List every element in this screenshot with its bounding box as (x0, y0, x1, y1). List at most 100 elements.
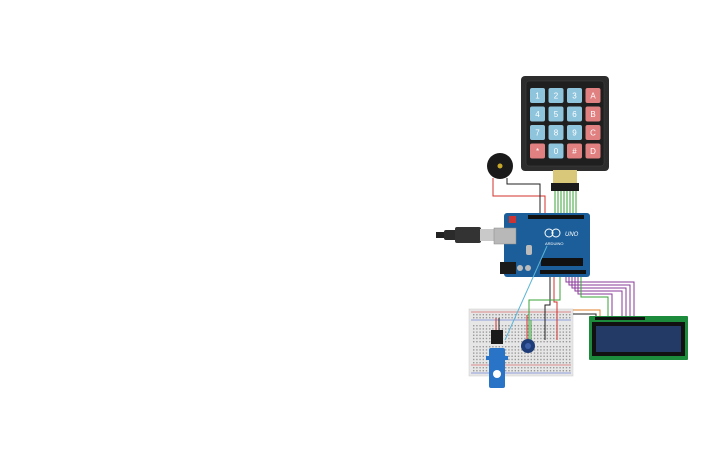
breadboard-hole (530, 367, 532, 369)
keypad-key-label: 4 (535, 110, 540, 119)
digital-header (528, 215, 584, 219)
arduino-logo-icon (544, 228, 554, 238)
keypad-key[interactable] (530, 143, 545, 159)
breadboard-hole (514, 358, 516, 361)
breadboard-hole (521, 355, 523, 357)
breadboard-hole (546, 328, 548, 330)
breadboard-hole (546, 341, 548, 343)
breadboard-hole (549, 341, 552, 343)
keypad-key[interactable] (585, 106, 601, 122)
keypad-key[interactable] (548, 125, 564, 140)
usb-cable[interactable] (436, 227, 494, 243)
breadboard-hole (476, 331, 478, 333)
breadboard-hole (489, 314, 491, 316)
usb-connector (480, 229, 494, 241)
breadboard-hole (553, 352, 555, 354)
analog-header (540, 270, 586, 274)
breadboard-hole (489, 341, 491, 343)
breadboard-hole (549, 362, 552, 364)
breadboard-hole (533, 328, 536, 330)
breadboard-hole (533, 370, 536, 372)
keypad-key[interactable] (585, 125, 601, 140)
breadboard-hole (546, 337, 548, 340)
breadboard-hole (543, 355, 545, 357)
breadboard-hole (498, 346, 500, 348)
keypad-key[interactable] (567, 143, 582, 159)
breadboard-hole (508, 314, 510, 316)
keypad-key[interactable] (530, 106, 545, 122)
breadboard-hole (559, 334, 561, 336)
breadboard-hole (556, 349, 558, 351)
breadboard-hole (473, 328, 475, 330)
breadboard-hole (537, 346, 539, 348)
breadboard-hole (527, 328, 529, 330)
breadboard-hole (517, 349, 520, 351)
breadboard-hole (485, 325, 488, 327)
breadboard-hole (485, 317, 488, 319)
arduino-uno[interactable]: UNO ARDUINO (493, 213, 590, 277)
breadboard-hole (562, 334, 564, 336)
breadboard-hole (533, 341, 536, 343)
breadboard-hole (485, 346, 488, 348)
keypad-key[interactable] (567, 88, 582, 103)
servo-shaft (493, 370, 501, 378)
breadboard[interactable] (468, 308, 574, 377)
breadboard-hole (521, 328, 523, 330)
breadboard-hole (514, 370, 516, 372)
breadboard-hole (565, 367, 568, 369)
breadboard-hole (498, 314, 500, 316)
breadboard-hole (511, 370, 513, 372)
arduino-logo-icon-2 (551, 228, 561, 238)
breadboard-hole (476, 328, 478, 330)
breadboard-hole (546, 325, 548, 327)
breadboard-hole (508, 370, 510, 372)
breadboard-hole (473, 341, 475, 343)
potentiometer[interactable] (521, 315, 535, 353)
breadboard-hole (569, 337, 571, 340)
keypad-key[interactable] (585, 143, 601, 159)
keypad-key[interactable] (530, 88, 545, 103)
power-jack (500, 262, 516, 274)
breadboard-hole (517, 358, 520, 361)
breadboard-hole (537, 362, 539, 364)
breadboard-hole (549, 331, 552, 333)
keypad-key[interactable] (585, 88, 601, 103)
breadboard-hole (505, 331, 507, 333)
keypad-key[interactable] (548, 88, 564, 103)
breadboard-hole (517, 314, 520, 316)
keypad-key[interactable] (548, 106, 564, 122)
breadboard-hole (530, 370, 532, 372)
piezo-buzzer[interactable] (487, 153, 513, 179)
usb-plug (455, 227, 481, 243)
breadboard-hole (511, 325, 513, 327)
lcd-16x2[interactable] (589, 316, 688, 360)
breadboard-hole (521, 337, 523, 340)
breadboard-hole (514, 341, 516, 343)
keypad-key[interactable] (530, 125, 545, 140)
breadboard-hole (511, 317, 513, 319)
breadboard-hole (521, 352, 523, 354)
breadboard-hole (476, 317, 478, 319)
keypad-key[interactable] (548, 143, 564, 159)
breadboard-hole (473, 349, 475, 351)
servo-motor[interactable] (486, 318, 508, 388)
breadboard-hole (540, 370, 542, 372)
keypad-key[interactable] (567, 125, 582, 140)
breadboard-hole (543, 370, 545, 372)
breadboard-hole (473, 331, 475, 333)
keypad-key[interactable] (567, 106, 582, 122)
breadboard-hole (530, 314, 532, 316)
breadboard-hole (565, 358, 568, 361)
breadboard-hole (505, 346, 507, 348)
breadboard-hole (559, 337, 561, 340)
breadboard-hole (553, 328, 555, 330)
breadboard-hole (565, 362, 568, 364)
breadboard-hole (543, 314, 545, 316)
servo-body (489, 348, 505, 388)
breadboard-hole (540, 341, 542, 343)
breadboard-hole (517, 367, 520, 369)
breadboard-hole (511, 314, 513, 316)
breadboard-hole (482, 362, 484, 364)
